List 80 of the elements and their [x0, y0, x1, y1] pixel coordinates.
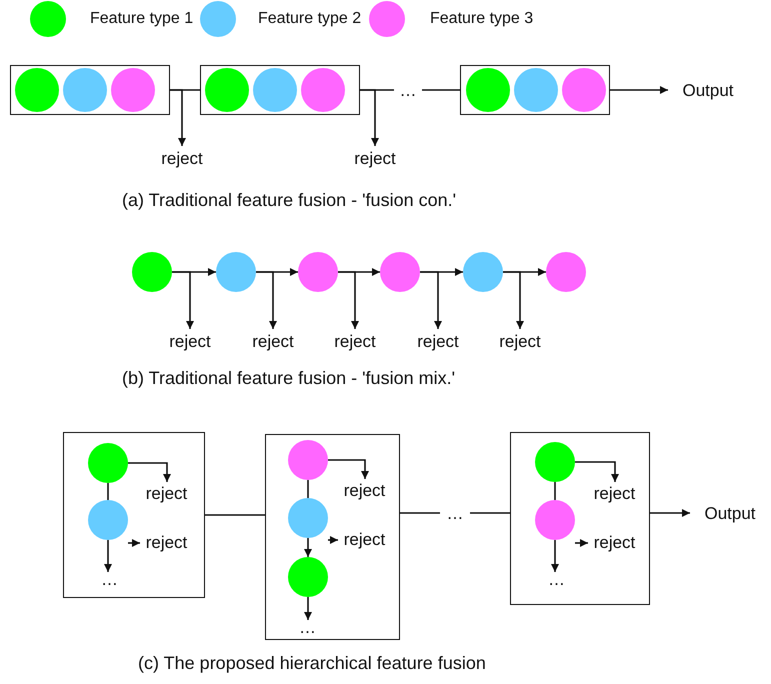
reject-label: reject	[349, 148, 401, 168]
reject-label: reject	[156, 148, 208, 168]
feature-circle	[466, 68, 510, 112]
arrow	[256, 271, 277, 329]
reject-label: reject	[164, 331, 216, 351]
arrow	[503, 271, 524, 329]
arrow	[338, 271, 359, 329]
feature-circle	[216, 252, 256, 292]
feature-circle	[562, 68, 606, 112]
connector-line	[205, 514, 265, 516]
feature-group-box	[460, 65, 610, 115]
reject-label: reject	[329, 331, 381, 351]
caption: (c) The proposed hierarchical feature fusion	[138, 653, 486, 674]
reject-label: reject	[247, 331, 299, 351]
caption: (b) Traditional feature fusion - 'fusion mix.'	[122, 368, 456, 389]
feature-circle	[132, 252, 172, 292]
arrow	[172, 271, 194, 329]
feature-circle	[514, 68, 558, 112]
feature-group-box	[510, 432, 650, 605]
feature-circle	[380, 252, 420, 292]
feature-circle	[288, 440, 328, 480]
connector-line	[400, 512, 440, 514]
connector-line	[554, 482, 556, 500]
feature-circle	[298, 252, 338, 292]
connector-line	[422, 89, 460, 91]
feature-circle	[14, 68, 58, 112]
arrow	[128, 539, 140, 547]
feature-group-box	[63, 432, 205, 598]
feature-circle	[88, 500, 128, 540]
feature-circle	[88, 442, 128, 482]
connector-line	[470, 512, 510, 514]
arrow	[104, 540, 112, 572]
feature-circle	[534, 442, 574, 482]
ellipsis: …	[98, 572, 122, 588]
arrow	[551, 540, 559, 572]
feature-circle	[62, 68, 106, 112]
ellipsis: …	[544, 572, 568, 588]
reject-label: reject	[588, 532, 642, 552]
feature-circle	[252, 68, 296, 112]
ellipsis: …	[296, 620, 320, 636]
feature-group-box	[10, 65, 170, 115]
reject-label: reject	[140, 484, 194, 504]
arrow	[575, 461, 619, 482]
feature-circle	[534, 500, 574, 540]
legend-label: Feature type 1	[90, 10, 194, 28]
arrow	[650, 509, 690, 517]
feature-circle	[288, 556, 328, 596]
feature-circle	[204, 68, 248, 112]
feature-circle	[546, 252, 586, 292]
arrow	[304, 597, 312, 620]
arrow	[328, 459, 369, 479]
arrow	[610, 86, 668, 94]
feature-circle	[300, 68, 344, 112]
connector-line	[107, 483, 109, 500]
feature-group-box	[200, 65, 360, 115]
ellipsis: …	[394, 80, 422, 100]
reject-label: reject	[494, 331, 546, 351]
arrow	[360, 89, 379, 146]
legend-label: Feature type 2	[258, 10, 362, 28]
arrow	[420, 271, 442, 329]
reject-label: reject	[338, 530, 392, 550]
connector-line	[307, 480, 309, 498]
arrow	[575, 539, 588, 547]
output-label: Output	[690, 502, 770, 524]
caption: (a) Traditional feature fusion - 'fusion con.'	[122, 190, 456, 211]
reject-label: reject	[338, 480, 392, 500]
feature-circle	[288, 498, 328, 538]
reject-label: reject	[140, 532, 194, 552]
reject-label: reject	[412, 331, 464, 351]
arrow	[128, 462, 171, 482]
arrow	[170, 89, 186, 146]
ellipsis: …	[440, 503, 470, 523]
arrow	[304, 538, 312, 557]
arrow	[328, 536, 338, 544]
legend-label: Feature type 3	[430, 10, 534, 28]
feature-circle	[463, 252, 503, 292]
feature-circle	[110, 68, 154, 112]
feature-group-box	[265, 434, 400, 640]
output-label: Output	[668, 79, 748, 101]
reject-label: reject	[588, 484, 642, 504]
